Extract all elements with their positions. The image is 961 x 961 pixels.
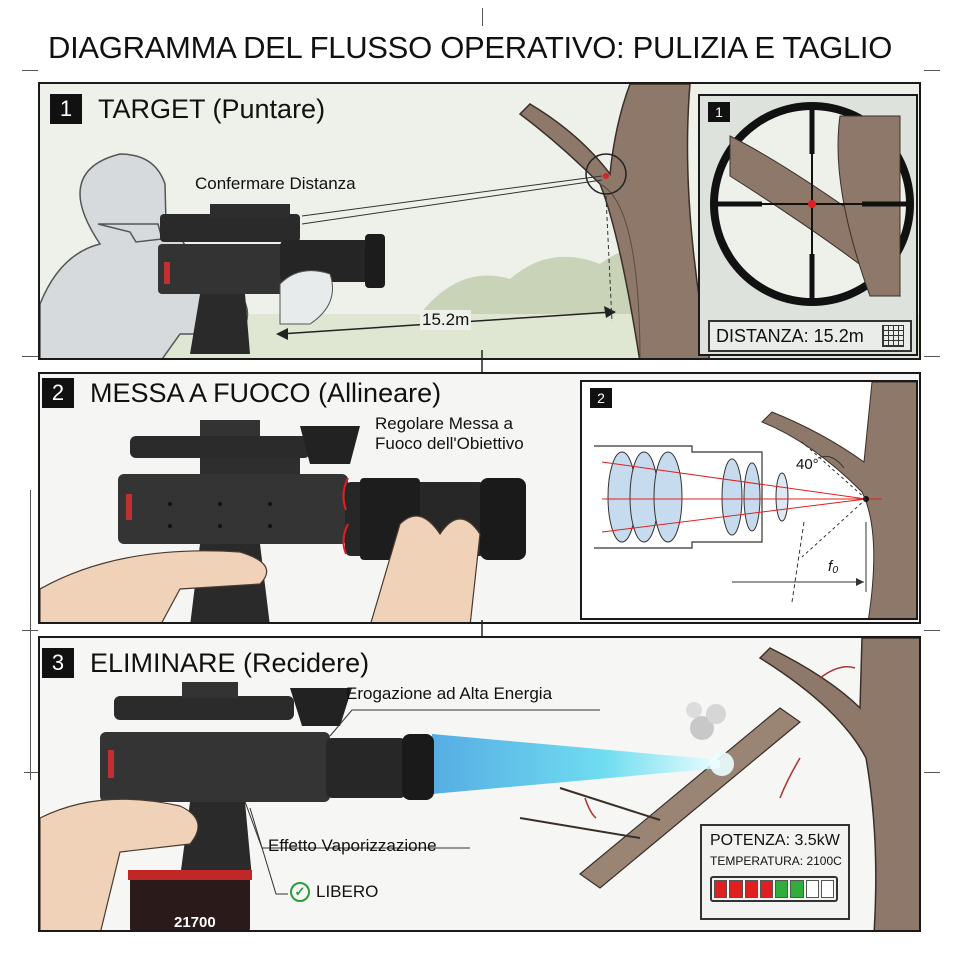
inset-number: 1 bbox=[708, 102, 730, 122]
energy-delivery-label: Erogazione ad Alta Energia bbox=[346, 684, 553, 703]
battery-gauge bbox=[710, 876, 838, 902]
scope-inset: 1 DISTANZA: 15.2m bbox=[698, 94, 918, 356]
focal-length-label: f₀ bbox=[828, 558, 839, 575]
angle-label: 40° bbox=[796, 456, 819, 473]
battery-cell bbox=[714, 880, 728, 898]
focus-adjust-line1: Regolare Messa a bbox=[375, 414, 513, 433]
step-number: 1 bbox=[50, 94, 82, 124]
step-title: MESSA A FUOCO (Allineare) bbox=[90, 378, 442, 408]
step-panel-focus: 2 MESSA A FUOCO (Allineare) Regolare Mes… bbox=[38, 372, 921, 624]
distance-readout: DISTANZA: 15.2m bbox=[708, 320, 912, 352]
crosshair-icon bbox=[700, 96, 916, 354]
battery-cell bbox=[790, 880, 804, 898]
step-panel-eliminate: 3 ELIMINARE (Recidere) Erogazione ad Alt… bbox=[38, 636, 921, 932]
inset-number: 2 bbox=[590, 388, 612, 408]
lens-diagram-inset: 2 40° f₀ bbox=[580, 380, 918, 620]
crop-mark bbox=[30, 490, 31, 780]
confirm-distance-label: Confermare Distanza bbox=[195, 174, 356, 193]
power-readout: POTENZA: 3.5kW bbox=[710, 832, 840, 849]
grid-icon[interactable] bbox=[882, 325, 904, 347]
battery-cell bbox=[775, 880, 789, 898]
battery-cell bbox=[759, 880, 773, 898]
crop-mark bbox=[482, 8, 483, 26]
page-title: DIAGRAMMA DEL FLUSSO OPERATIVO: PULIZIA … bbox=[48, 30, 893, 65]
crop-mark bbox=[924, 70, 940, 71]
step-number: 2 bbox=[42, 378, 74, 408]
step-title: ELIMINARE (Recidere) bbox=[90, 648, 370, 678]
temperature-readout: TEMPERATURA: 2100C bbox=[710, 854, 842, 868]
focus-adjust-line2: Fuoco dell'Obiettivo bbox=[375, 433, 524, 453]
battery-cell bbox=[744, 880, 758, 898]
vaporization-label: Effetto Vaporizzazione bbox=[268, 836, 437, 855]
free-status: ✓ LIBERO bbox=[290, 882, 378, 902]
check-icon: ✓ bbox=[290, 882, 310, 902]
battery-cell bbox=[729, 880, 743, 898]
crop-mark bbox=[24, 772, 38, 773]
crop-mark bbox=[924, 772, 940, 773]
step-number: 3 bbox=[42, 648, 74, 678]
crop-mark bbox=[22, 70, 38, 71]
battery-cell bbox=[805, 880, 819, 898]
battery-label: 21700 bbox=[174, 914, 216, 931]
focus-adjust-label: Regolare Messa a Fuoco dell'Obiettivo bbox=[375, 414, 524, 453]
crop-mark bbox=[924, 630, 940, 631]
distance-readout-text: DISTANZA: 15.2m bbox=[716, 325, 864, 346]
crop-mark bbox=[22, 356, 38, 357]
distance-label: 15.2m bbox=[420, 310, 472, 330]
free-status-text: LIBERO bbox=[316, 882, 379, 901]
power-status-panel: POTENZA: 3.5kW TEMPERATURA: 2100C bbox=[700, 824, 850, 920]
step-title: TARGET (Puntare) bbox=[98, 94, 326, 124]
crop-mark bbox=[924, 356, 940, 357]
lens-diagram bbox=[594, 382, 916, 618]
battery-cell bbox=[820, 880, 834, 898]
step-panel-target: 1 TARGET (Puntare) Confermare Distanza 1… bbox=[38, 82, 921, 360]
